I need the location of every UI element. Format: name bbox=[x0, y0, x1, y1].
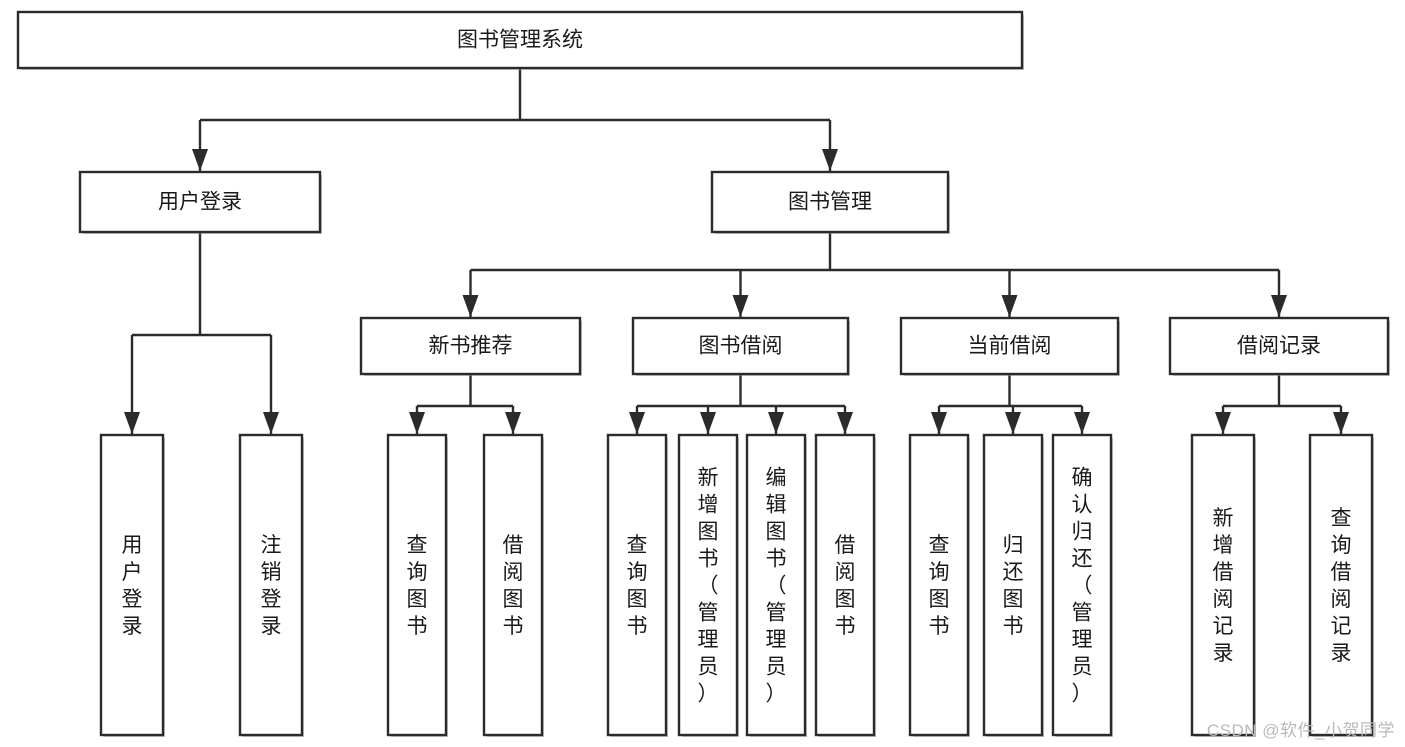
arrow-head-icon bbox=[700, 412, 716, 434]
node-label: 用户登录 bbox=[158, 191, 242, 214]
box-outline bbox=[899, 316, 1120, 376]
box-outline bbox=[1190, 433, 1256, 737]
node-leaf[interactable]: 借阅图书 bbox=[482, 433, 544, 737]
arrow-head-icon bbox=[505, 412, 521, 434]
arrow-head-icon bbox=[1271, 295, 1287, 317]
arrow-head-icon bbox=[1005, 412, 1021, 434]
node-leaf[interactable]: 新增借阅记录 bbox=[1190, 433, 1256, 737]
box-outline bbox=[1168, 316, 1390, 376]
node-label: 当前借阅 bbox=[968, 335, 1052, 358]
node-label: 确认归还（管理员） bbox=[1072, 467, 1093, 706]
node-label: 借阅图书 bbox=[503, 534, 524, 638]
arrow-head-icon bbox=[124, 412, 140, 434]
box-outline bbox=[982, 433, 1044, 737]
box-outline bbox=[631, 316, 850, 376]
node-label: 查询图书 bbox=[407, 534, 428, 638]
arrow-head-icon bbox=[192, 149, 208, 171]
node-label: 新增图书（管理员） bbox=[698, 467, 719, 706]
node-label: 图书管理 bbox=[788, 191, 872, 214]
node-leaf[interactable]: 编辑图书（管理员） bbox=[745, 433, 807, 737]
node-label: 新增借阅记录 bbox=[1213, 507, 1234, 665]
node-leaf[interactable]: 注销登录 bbox=[238, 433, 304, 737]
arrow-head-icon bbox=[462, 295, 479, 317]
box-outline bbox=[710, 170, 950, 234]
node-root[interactable]: 图书管理系统 bbox=[16, 10, 1024, 70]
node-leaf[interactable]: 借阅图书 bbox=[814, 433, 876, 737]
box-outline bbox=[908, 433, 970, 737]
node-level2[interactable]: 用户登录 bbox=[78, 170, 322, 234]
node-level3[interactable]: 新书推荐 bbox=[359, 316, 582, 376]
node-label: 用户登录 bbox=[122, 534, 143, 638]
node-label: 查询借阅记录 bbox=[1331, 507, 1352, 665]
box-outline bbox=[677, 433, 739, 737]
box-outline bbox=[238, 433, 304, 737]
box-outline bbox=[1308, 433, 1374, 737]
node-level3[interactable]: 当前借阅 bbox=[899, 316, 1120, 376]
arrow-head-icon bbox=[837, 412, 853, 434]
arrow-head-icon bbox=[1333, 412, 1349, 434]
node-level3[interactable]: 图书借阅 bbox=[631, 316, 850, 376]
arrow-head-icon bbox=[1001, 295, 1018, 317]
node-level2[interactable]: 图书管理 bbox=[710, 170, 950, 234]
node-leaf[interactable]: 查询图书 bbox=[386, 433, 448, 737]
arrow-head-icon bbox=[768, 412, 784, 434]
arrow-head-icon bbox=[409, 412, 425, 434]
node-leaf[interactable]: 查询图书 bbox=[908, 433, 970, 737]
box-outline bbox=[482, 433, 544, 737]
node-label: 编辑图书（管理员） bbox=[766, 467, 787, 706]
box-outline bbox=[99, 433, 165, 737]
node-boxes: 图书管理系统用户登录图书管理新书推荐图书借阅当前借阅借阅记录用户登录注销登录查询… bbox=[16, 10, 1390, 737]
node-label: 图书管理系统 bbox=[457, 29, 583, 52]
node-label: 归还图书 bbox=[1003, 534, 1024, 638]
node-leaf[interactable]: 确认归还（管理员） bbox=[1051, 433, 1113, 737]
arrow-head-icon bbox=[629, 412, 645, 434]
box-outline bbox=[606, 433, 668, 737]
node-label: 借阅图书 bbox=[835, 534, 856, 638]
box-outline bbox=[386, 433, 448, 737]
box-outline bbox=[359, 316, 582, 376]
arrow-head-icon bbox=[1215, 412, 1231, 434]
node-leaf[interactable]: 用户登录 bbox=[99, 433, 165, 737]
node-label: 借阅记录 bbox=[1237, 335, 1321, 358]
box-outline bbox=[745, 433, 807, 737]
node-label: 查询图书 bbox=[929, 534, 950, 638]
node-label: 查询图书 bbox=[627, 534, 648, 638]
box-outline bbox=[16, 10, 1024, 70]
arrow-head-icon bbox=[1074, 412, 1090, 434]
node-label: 新书推荐 bbox=[429, 335, 513, 358]
node-leaf[interactable]: 归还图书 bbox=[982, 433, 1044, 737]
arrow-head-icon bbox=[732, 295, 749, 317]
box-outline bbox=[814, 433, 876, 737]
arrow-head-icon bbox=[263, 412, 279, 434]
arrow-head-icon bbox=[931, 412, 947, 434]
node-leaf[interactable]: 查询借阅记录 bbox=[1308, 433, 1374, 737]
node-label: 图书借阅 bbox=[699, 335, 783, 358]
arrow-head-icon bbox=[822, 149, 838, 171]
node-level3[interactable]: 借阅记录 bbox=[1168, 316, 1390, 376]
node-leaf[interactable]: 新增图书（管理员） bbox=[677, 433, 739, 737]
connector-lines bbox=[124, 68, 1349, 434]
node-leaf[interactable]: 查询图书 bbox=[606, 433, 668, 737]
node-label: 注销登录 bbox=[261, 534, 282, 638]
box-outline bbox=[78, 170, 322, 234]
csdn-watermark: CSDN @软件_小贺同学 bbox=[1206, 721, 1395, 740]
box-outline bbox=[1051, 433, 1113, 737]
